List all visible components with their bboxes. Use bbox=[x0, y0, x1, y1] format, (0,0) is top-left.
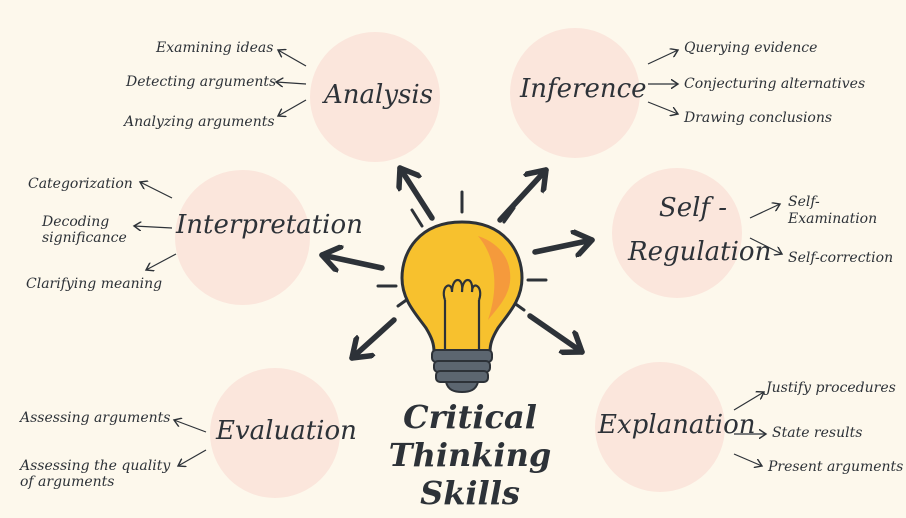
explanation-circle bbox=[595, 362, 725, 492]
interpretation-item: Categorization bbox=[28, 176, 133, 192]
self-regulation-circle bbox=[612, 168, 742, 298]
inference-item: Conjecturing alternatives bbox=[684, 76, 866, 92]
interpretation-circle bbox=[175, 170, 310, 305]
lightbulb-icon bbox=[400, 220, 524, 394]
inference-circle bbox=[510, 28, 640, 158]
arrow-to-interpretation bbox=[319, 255, 385, 268]
evaluation-circle bbox=[210, 368, 340, 498]
arrow-to-inference bbox=[497, 167, 549, 223]
title-line-2: Thinking Skills bbox=[388, 436, 552, 512]
analysis-label: Analysis bbox=[324, 80, 434, 110]
inference-item: Drawing conclusions bbox=[684, 110, 833, 126]
title-line-1: Critical bbox=[403, 398, 537, 436]
evaluation-item: Assessing the quality of arguments bbox=[20, 458, 171, 490]
explanation-item: Present arguments bbox=[768, 459, 904, 475]
self-regulation-label: Self - Regulation bbox=[628, 193, 772, 267]
interpretation-item: Decoding significance bbox=[42, 214, 127, 246]
self-regulation-item: Self-correction bbox=[788, 250, 894, 266]
arrow-to-evaluation bbox=[349, 317, 397, 361]
explanation-item: Justify procedures bbox=[766, 380, 896, 396]
analysis-item: Detecting arguments bbox=[126, 74, 277, 90]
inference-label: Inference bbox=[520, 74, 647, 104]
evaluation-item: Assessing arguments bbox=[20, 410, 171, 426]
analysis-item: Examining ideas bbox=[156, 40, 274, 56]
evaluation-label: Evaluation bbox=[216, 416, 357, 446]
analysis-item: Analyzing arguments bbox=[124, 114, 275, 130]
arrow-to-explanation bbox=[527, 313, 585, 352]
self-regulation-item: Self-Examination bbox=[788, 194, 878, 227]
explanation-label: Explanation bbox=[598, 410, 756, 440]
diagram-title: Critical Thinking Skills bbox=[360, 398, 580, 512]
analysis-circle bbox=[310, 32, 440, 162]
interpretation-label: Interpretation bbox=[176, 210, 363, 240]
arrow-to-analysis bbox=[400, 165, 435, 221]
explanation-item: State results bbox=[772, 425, 863, 441]
interpretation-item: Clarifying meaning bbox=[26, 276, 163, 292]
arrow-to-self-regulation bbox=[532, 240, 595, 252]
inference-item: Querying evidence bbox=[684, 40, 818, 56]
